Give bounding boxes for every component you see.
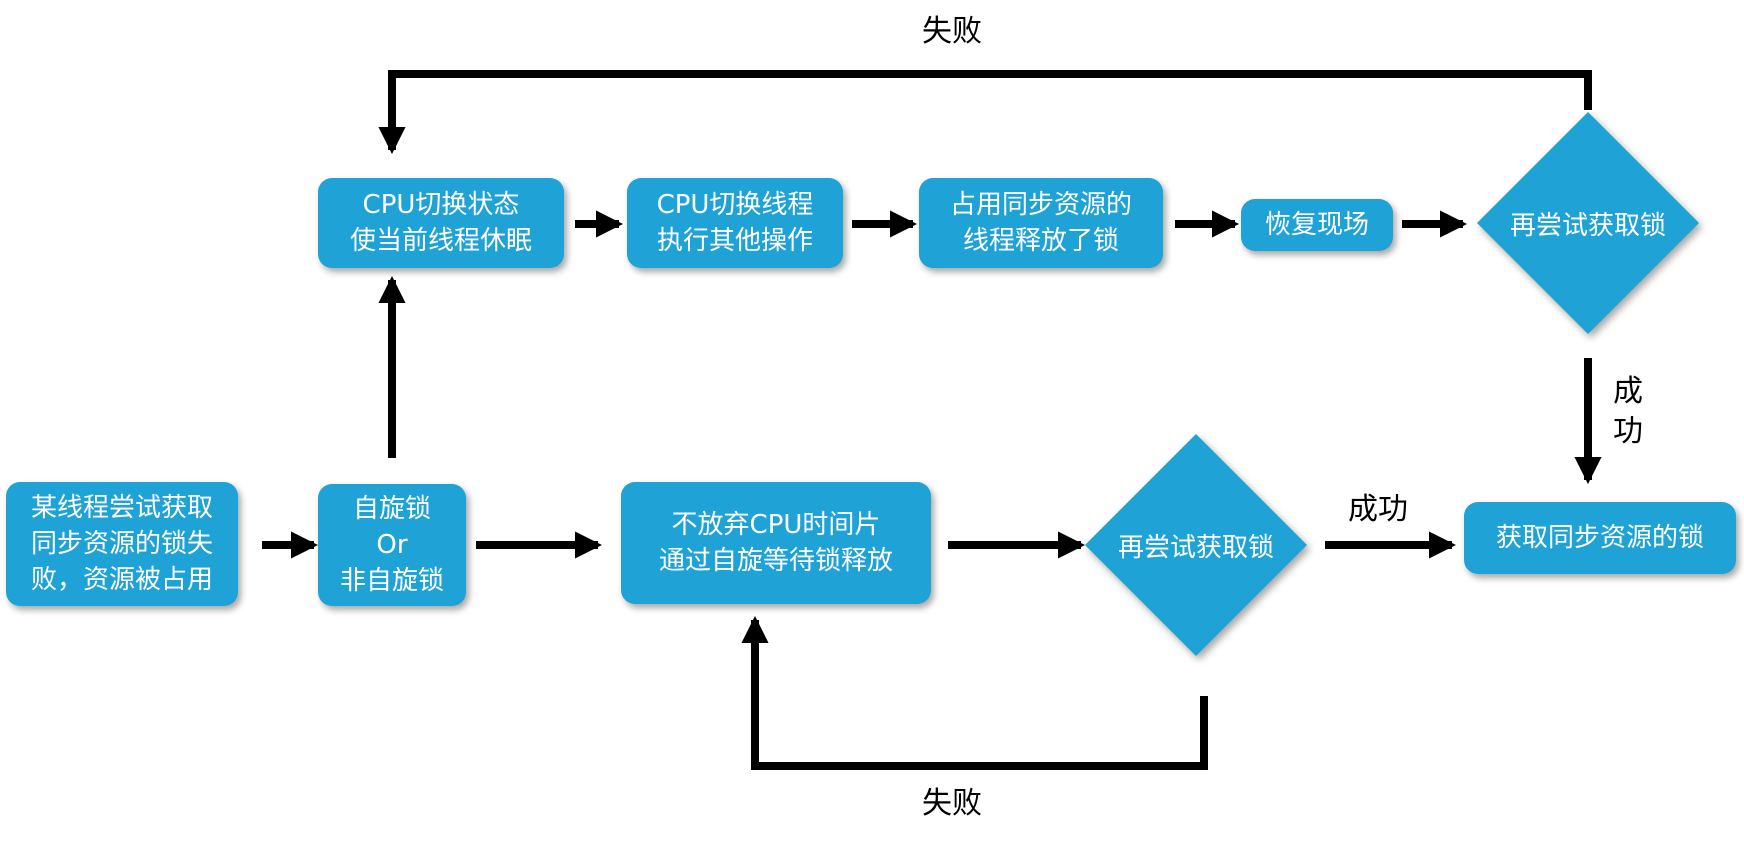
right-success-label: 成 功	[1613, 374, 1643, 449]
restore-context-text: 恢复现场	[1264, 210, 1369, 240]
acquire-lock-node: 获取同步资源的锁	[1464, 502, 1736, 574]
lock-choice-node: 自旋锁 Or 非自旋锁	[318, 484, 466, 606]
mid-success-label: 成功	[1348, 492, 1408, 527]
holder-release-text: 占用同步资源的 线程释放了锁	[949, 190, 1132, 256]
cpu-switch-state-text: CPU切换状态 使当前线程休眠	[349, 190, 532, 256]
retry-top-text: 再尝试获取锁	[1509, 210, 1666, 241]
holder-release-node: 占用同步资源的 线程释放了锁	[919, 178, 1163, 268]
arrow-retry-top-fail-loop	[378, 70, 1592, 155]
acquire-lock-text: 获取同步资源的锁	[1495, 523, 1704, 553]
start-node-text: 某线程尝试获取 同步资源的锁失 败，资源被占用	[30, 493, 213, 595]
retry-bottom-diamond-shape	[1085, 434, 1307, 656]
top-fail-label: 失败	[922, 14, 982, 49]
retry-bottom-decision: 再尝试获取锁	[1085, 434, 1307, 656]
cpu-switch-thread-text: CPU切换线程 执行其他操作	[656, 190, 814, 256]
lock-choice-text: 自旋锁 Or 非自旋锁	[339, 494, 444, 596]
retry-top-decision: 再尝试获取锁	[1477, 112, 1699, 334]
cpu-switch-thread-node: CPU切换线程 执行其他操作	[627, 178, 843, 268]
retry-top-diamond-shape	[1477, 112, 1699, 334]
start-node: 某线程尝试获取 同步资源的锁失 败，资源被占用	[6, 482, 238, 606]
cpu-switch-state-node: CPU切换状态 使当前线程休眠	[318, 178, 564, 268]
arrow-retry-bottom-fail-loop	[741, 615, 1208, 770]
bottom-fail-label: 失败	[922, 786, 982, 821]
spin-wait-text: 不放弃CPU时间片 通过自旋等待锁释放	[658, 510, 893, 576]
spin-wait-node: 不放弃CPU时间片 通过自旋等待锁释放	[621, 482, 931, 604]
restore-context-node: 恢复现场	[1241, 199, 1393, 251]
retry-bottom-text: 再尝试获取锁	[1117, 532, 1274, 563]
